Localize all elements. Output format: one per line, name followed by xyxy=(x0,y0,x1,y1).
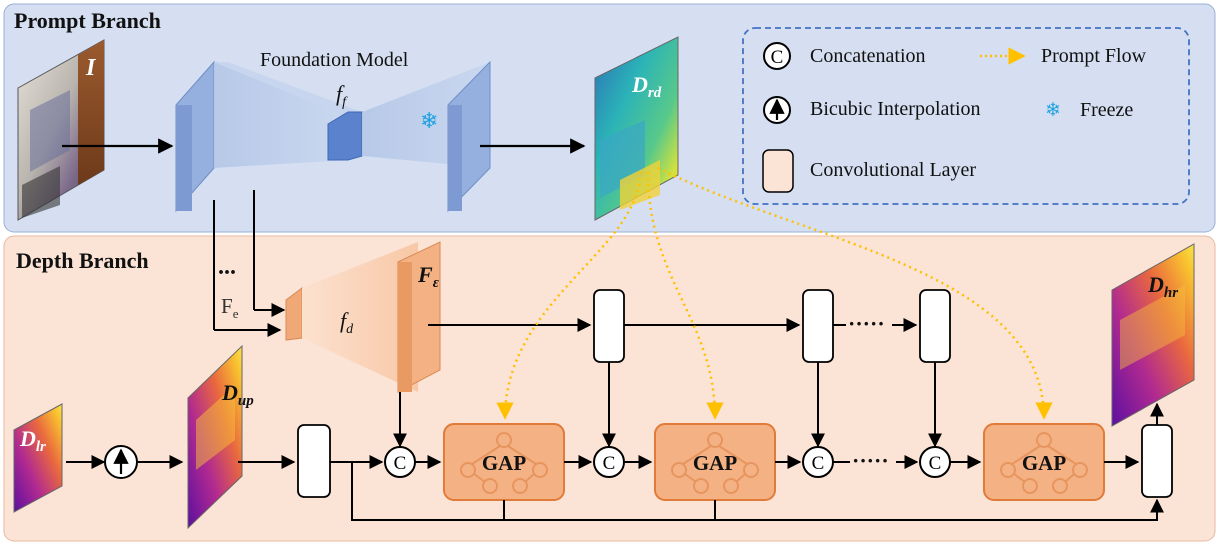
legend-box xyxy=(742,27,1190,205)
foundation-model xyxy=(175,60,491,213)
foundation-model-title: Foundation Model xyxy=(260,49,409,71)
foundation-model-symbol: ff xyxy=(336,81,348,110)
freeze-icon: ❄ xyxy=(420,108,438,133)
conv-block-input xyxy=(297,424,331,498)
top-chain-dots: ····· xyxy=(848,311,885,336)
prompt-flow-to-gap-1 xyxy=(496,171,642,420)
prompt-flow-to-gap-2 xyxy=(646,171,724,420)
legend-bicubic: Bicubic Interpolation xyxy=(810,98,981,120)
concat-node-3-glyph: C xyxy=(812,453,825,474)
decoder-output-label: Fε xyxy=(417,262,440,291)
low-res-depth-label: Dlr xyxy=(19,426,46,455)
high-res-depth-label: Dhr xyxy=(1147,272,1178,301)
conv-block-top-1 xyxy=(593,289,625,363)
legend-concatenation: Concatenation xyxy=(810,45,926,67)
skip-connection-bottom xyxy=(351,462,1164,521)
legend-concat-icon xyxy=(763,42,791,70)
bottom-chain-dots: ····· xyxy=(852,448,889,473)
encoder-tap-dots: ... xyxy=(218,254,236,280)
legend-freeze: Freeze xyxy=(1080,99,1133,121)
gap-module-2 xyxy=(654,423,776,501)
legend-freeze-icon: ❄ xyxy=(1045,100,1061,121)
encoder-features-label: Fe xyxy=(221,294,239,321)
legend: C Concatenation Prompt Flow Bicubic Inte… xyxy=(742,27,1190,205)
input-image xyxy=(17,39,105,221)
prompt-flow-arrows xyxy=(496,166,1053,420)
conv-block-output xyxy=(1141,424,1173,498)
gap-module-3 xyxy=(983,423,1105,501)
high-res-depth xyxy=(1111,243,1195,427)
concat-node-4-glyph: C xyxy=(929,453,942,474)
depth-decoder-symbol: fd xyxy=(340,308,354,337)
concat-node-2-glyph: C xyxy=(603,453,616,474)
legend-conv: Convolutional Layer xyxy=(810,159,976,181)
gap-module-3-label: GAP xyxy=(1022,451,1067,475)
depth-decoder xyxy=(285,241,441,393)
depth-branch-title: Depth Branch xyxy=(16,248,149,273)
upsampled-depth-label: Dup xyxy=(221,380,254,409)
conv-block-top-2 xyxy=(802,289,834,363)
prompt-branch-title: Prompt Branch xyxy=(14,8,161,33)
legend-conv-icon xyxy=(762,149,794,193)
concat-node-1-glyph: C xyxy=(394,453,407,474)
prompt-flow-to-gap-3 xyxy=(657,166,1053,420)
relative-depth-map-label: Drd xyxy=(631,72,662,101)
low-res-depth xyxy=(13,403,63,513)
upsampled-depth xyxy=(187,344,243,530)
depth-branch: Depth Branch ... Fe fd Fε ····· xyxy=(3,190,1216,542)
input-image-label: I xyxy=(85,55,97,81)
legend-concat-glyph: C xyxy=(771,47,784,68)
prompt-branch: Prompt Branch I Foundation Model xyxy=(3,3,1216,233)
gap-module-1-label: GAP xyxy=(482,451,527,475)
conv-block-top-3 xyxy=(919,289,951,363)
legend-prompt-flow: Prompt Flow xyxy=(1041,45,1147,67)
gap-module-2-label: GAP xyxy=(693,451,738,475)
